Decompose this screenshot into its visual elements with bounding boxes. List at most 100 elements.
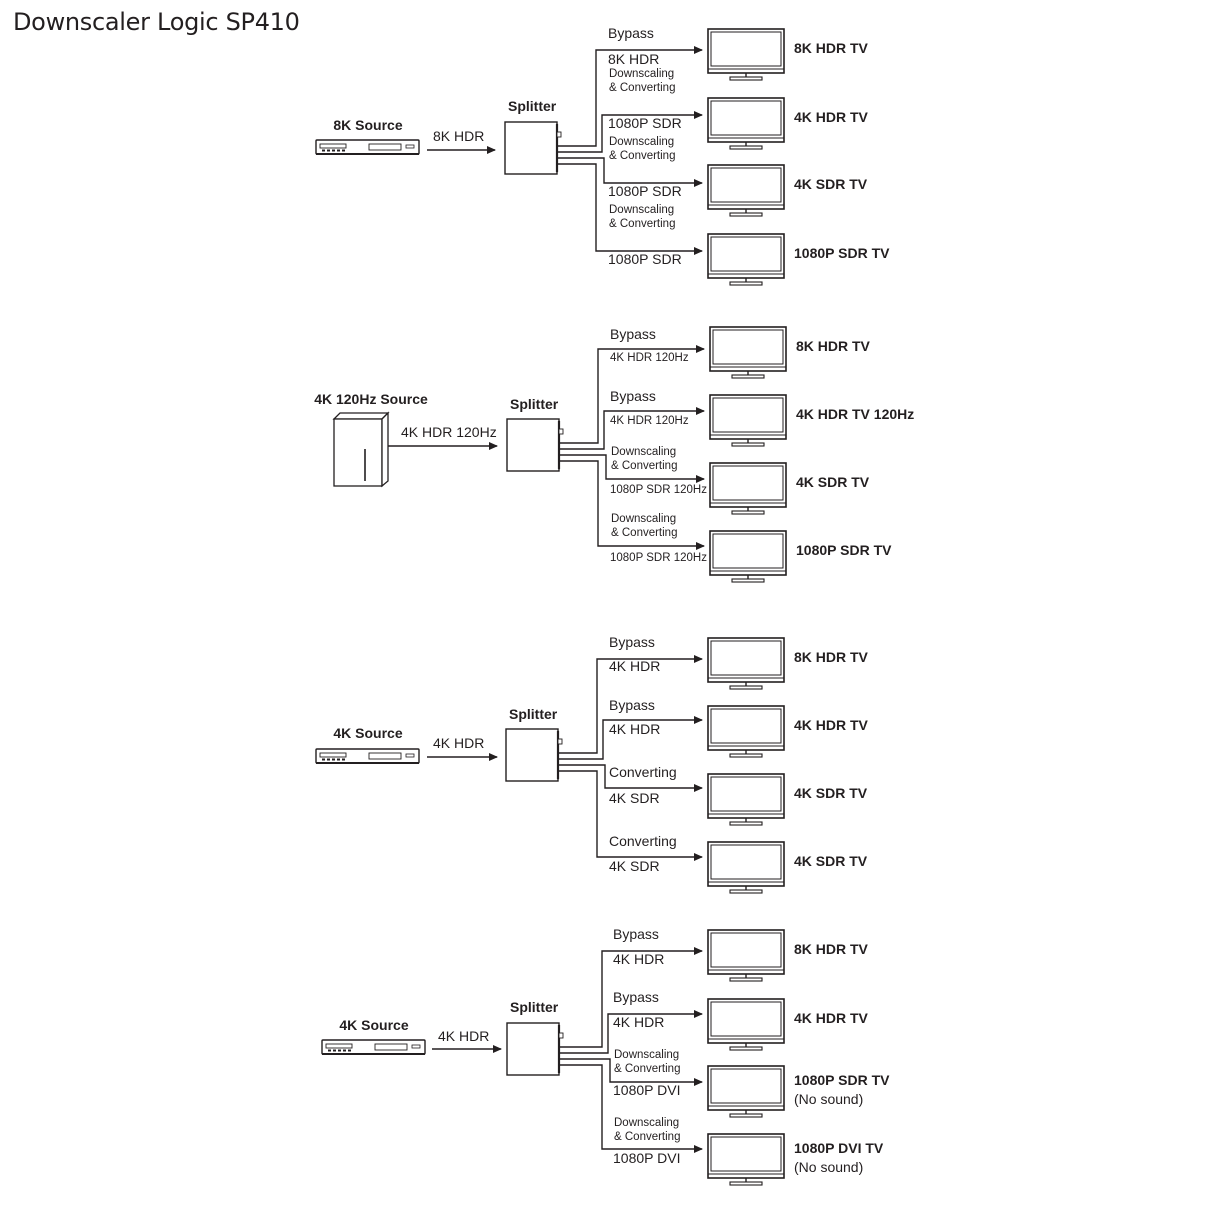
tv-label: 8K HDR TV — [794, 40, 869, 56]
player-body — [315, 748, 420, 764]
tv-icon — [707, 998, 785, 1051]
mode-label: & Converting — [609, 218, 675, 230]
mode-label: Downscaling — [611, 446, 676, 458]
tv-screen — [710, 1001, 782, 1037]
output-arrow — [559, 345, 705, 444]
tv-label: 4K HDR TV — [794, 717, 869, 733]
tv-screen — [710, 167, 782, 203]
output-signal-label: 1080P SDR — [608, 115, 682, 131]
tv-label: 1080P SDR TV — [796, 542, 892, 558]
output-arrow — [557, 163, 703, 255]
tv-stand — [729, 1113, 763, 1118]
splitter-box — [504, 121, 558, 175]
page-title: Downscaler Logic SP410 — [13, 8, 300, 36]
output-signal-label: 4K SDR — [609, 858, 660, 874]
console-front — [333, 418, 383, 487]
tv-label: 1080P DVI TV — [794, 1140, 884, 1156]
tv-label: 1080P SDR TV — [794, 245, 890, 261]
mode-label: & Converting — [611, 527, 677, 539]
tv-label: 4K SDR TV — [796, 474, 870, 490]
tv-icon — [707, 1065, 785, 1118]
tv-stand — [731, 374, 765, 379]
source-signal-label: 4K HDR — [438, 1028, 489, 1044]
tv-stand — [729, 281, 763, 286]
tv-icon — [709, 326, 787, 379]
player-device — [315, 748, 420, 764]
tv-stand — [731, 578, 765, 583]
output-arrow — [558, 716, 703, 760]
mode-label: Bypass — [613, 989, 659, 1005]
mode-label: Converting — [609, 764, 677, 780]
tv-screen — [710, 31, 782, 67]
splitter-box — [506, 1022, 560, 1076]
player-device — [321, 1039, 426, 1055]
tv-stand — [729, 821, 763, 826]
console-top — [332, 412, 390, 420]
output-arrow — [558, 655, 703, 754]
splitter — [506, 418, 564, 472]
source-label: 4K Source — [339, 1017, 408, 1033]
splitter-port — [557, 738, 563, 745]
output-arrow — [559, 460, 705, 550]
mode-label: Bypass — [610, 326, 656, 342]
output-signal-label: 8K HDR — [608, 51, 659, 67]
output-signal-label: 1080P SDR — [608, 183, 682, 199]
output-arrow — [558, 770, 703, 861]
tv-icon — [707, 929, 785, 982]
tv-icon — [707, 28, 785, 81]
splitter-box — [506, 418, 560, 472]
tv-screen — [710, 236, 782, 272]
output-signal-label: 1080P SDR 120Hz — [610, 552, 707, 564]
output-signal-label: 1080P DVI — [613, 1150, 680, 1166]
splitter-port — [558, 428, 564, 435]
player-body — [315, 139, 420, 155]
mode-label: Downscaling — [609, 68, 674, 80]
splitter — [506, 1022, 564, 1076]
mode-label: & Converting — [609, 150, 675, 162]
tv-screen — [712, 329, 784, 365]
mode-label: & Converting — [614, 1063, 680, 1075]
tv-screen — [710, 932, 782, 968]
tv-label: 4K SDR TV — [794, 853, 868, 869]
source-label: 4K 120Hz Source — [314, 391, 428, 407]
output-arrow — [558, 764, 703, 792]
tv-note: (No sound) — [794, 1159, 863, 1175]
tv-label: 8K HDR TV — [794, 649, 869, 665]
tv-stand — [731, 510, 765, 515]
output-signal-label: 4K HDR — [609, 658, 660, 674]
tv-stand — [729, 145, 763, 150]
splitter-box — [505, 728, 559, 782]
tv-icon — [707, 773, 785, 826]
tv-stand — [729, 889, 763, 894]
output-arrow — [559, 1010, 703, 1054]
tv-screen — [710, 1068, 782, 1104]
mode-label: Downscaling — [609, 136, 674, 148]
console-device — [332, 411, 390, 488]
splitter-label: Splitter — [509, 706, 558, 722]
source-label: 8K Source — [333, 117, 402, 133]
tv-screen — [710, 776, 782, 812]
console-side — [381, 411, 389, 488]
tv-stand — [729, 1181, 763, 1186]
tv-icon — [709, 394, 787, 447]
output-signal-label: 1080P SDR 120Hz — [610, 484, 707, 496]
tv-icon — [707, 164, 785, 217]
mode-label: Bypass — [613, 926, 659, 942]
splitter-port — [556, 131, 562, 138]
